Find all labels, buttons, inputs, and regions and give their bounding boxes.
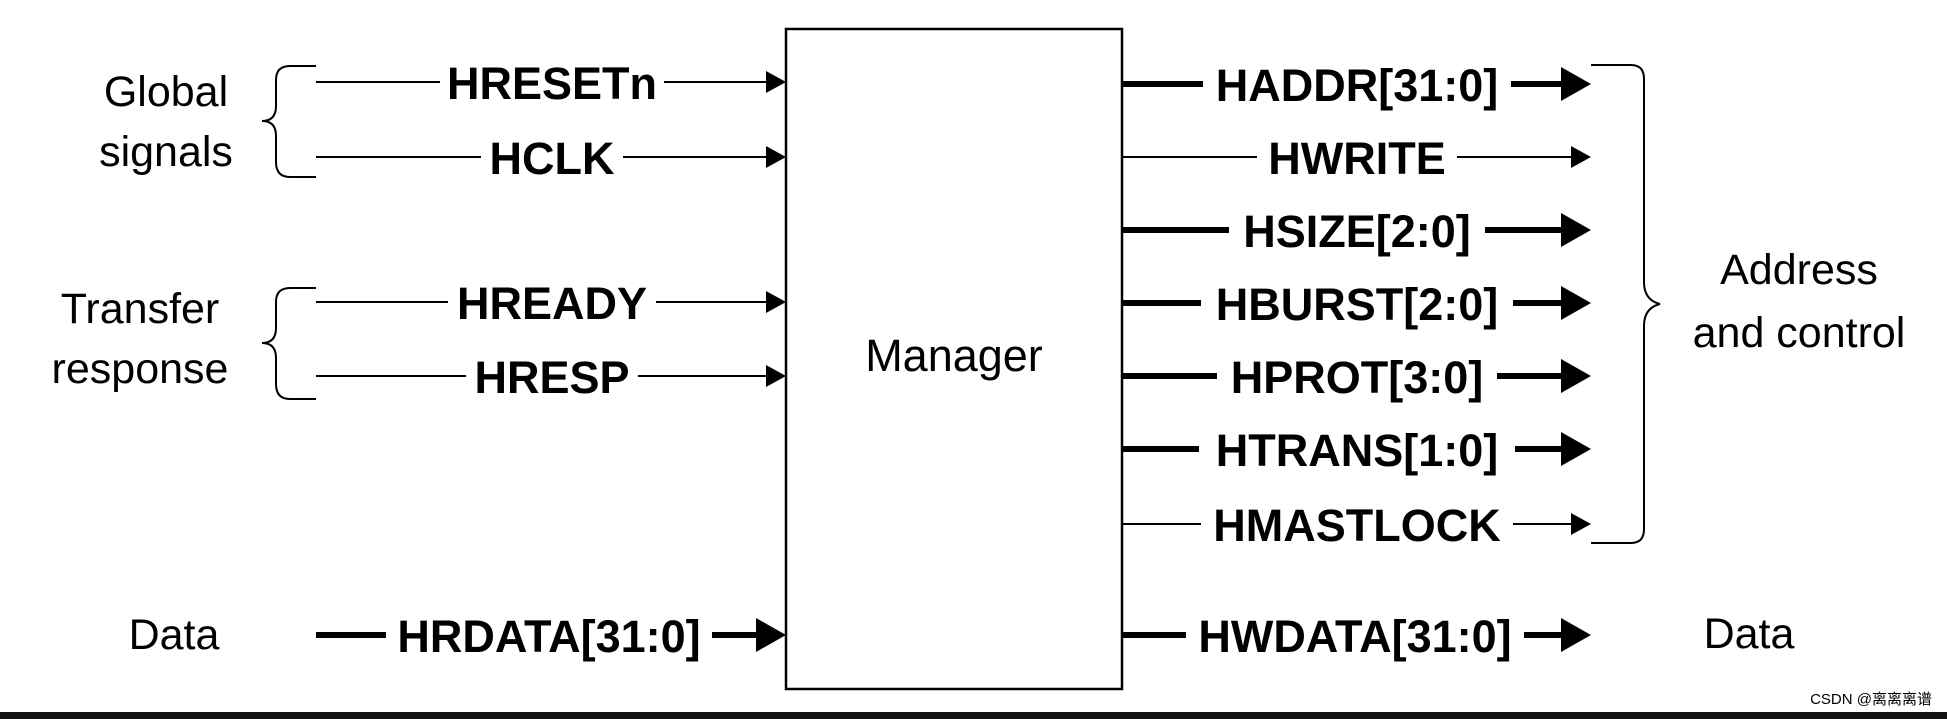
- data-out-label: Data: [1704, 610, 1795, 658]
- arrowhead-icon: [1561, 213, 1591, 247]
- label-background: [481, 132, 623, 182]
- bottom-rule: [0, 712, 1947, 719]
- manager-label: Manager: [865, 330, 1043, 381]
- signal-label: HRESP: [474, 352, 629, 403]
- signal-label: HCLK: [490, 133, 615, 184]
- signal-label: HREADY: [457, 278, 647, 329]
- label-background: [1199, 424, 1515, 474]
- label-background: [1229, 205, 1485, 255]
- arrowhead-icon: [756, 618, 786, 652]
- arrowhead-icon: [1561, 359, 1591, 393]
- label-background: [1217, 351, 1497, 401]
- arrowhead-icon: [766, 146, 786, 168]
- label-background: [1257, 132, 1457, 182]
- watermark: CSDN @离离离谱: [1810, 691, 1932, 708]
- signal-haddr: HADDR[31:0]: [1122, 59, 1591, 111]
- signal-hsize: HSIZE[2:0]: [1122, 205, 1591, 257]
- signal-label: HSIZE[2:0]: [1243, 206, 1471, 257]
- arrowhead-icon: [1571, 146, 1591, 168]
- signal-hmastlock: HMASTLOCK: [1122, 499, 1591, 551]
- signal-label: HRDATA[31:0]: [397, 611, 700, 662]
- signal-label: HPROT[3:0]: [1231, 352, 1484, 403]
- label-background: [440, 57, 664, 107]
- arrowhead-icon: [1561, 618, 1591, 652]
- signal-hprot: HPROT[3:0]: [1122, 351, 1591, 403]
- manager-block: [784, 27, 1124, 691]
- transfer-response-brace: [261, 287, 316, 400]
- label-background: [1203, 59, 1511, 109]
- signal-hwdata: HWDATA[31:0]: [1122, 610, 1591, 662]
- arrowhead-icon: [766, 291, 786, 313]
- global-signals-label-line1: Global: [104, 68, 228, 116]
- signal-label: HBURST[2:0]: [1216, 279, 1499, 330]
- transfer-response-label-line2: response: [52, 345, 229, 393]
- signal-label: HTRANS[1:0]: [1216, 425, 1499, 476]
- signal-label: HWRITE: [1268, 133, 1445, 184]
- label-background: [466, 351, 638, 401]
- global-signals-label-line2: signals: [99, 128, 233, 176]
- signal-label: HADDR[31:0]: [1216, 60, 1499, 111]
- signal-label: HWDATA[31:0]: [1198, 611, 1511, 662]
- signal-label: HRESETn: [447, 58, 657, 109]
- arrowhead-icon: [1561, 432, 1591, 466]
- arrowhead-icon: [766, 365, 786, 387]
- signal-hrdata: HRDATA[31:0]: [316, 610, 786, 662]
- signal-hready: HREADY: [316, 277, 786, 329]
- data-in-label: Data: [129, 611, 220, 659]
- signal-hwrite: HWRITE: [1122, 132, 1591, 184]
- arrowhead-icon: [1561, 286, 1591, 320]
- arrowhead-icon: [766, 71, 786, 93]
- signal-hresp: HRESP: [316, 351, 786, 403]
- signal-hclk: HCLK: [316, 132, 786, 184]
- transfer-response-label-line1: Transfer: [61, 285, 220, 333]
- label-background: [1201, 499, 1513, 549]
- address-control-label-line1: Address: [1720, 246, 1878, 294]
- label-background: [1186, 610, 1524, 660]
- global-signals-brace: [261, 65, 316, 178]
- label-background: [448, 277, 656, 327]
- arrowhead-icon: [1571, 513, 1591, 535]
- label-background: [1201, 278, 1513, 328]
- address-control-brace: [1591, 64, 1661, 544]
- address-control-label-line2: and control: [1693, 309, 1906, 357]
- signal-hresetn: HRESETn: [316, 57, 786, 109]
- label-background: [386, 610, 712, 660]
- signal-hburst: HBURST[2:0]: [1122, 278, 1591, 330]
- signal-label: HMASTLOCK: [1213, 500, 1501, 551]
- arrowhead-icon: [1561, 67, 1591, 101]
- signal-htrans: HTRANS[1:0]: [1122, 424, 1591, 476]
